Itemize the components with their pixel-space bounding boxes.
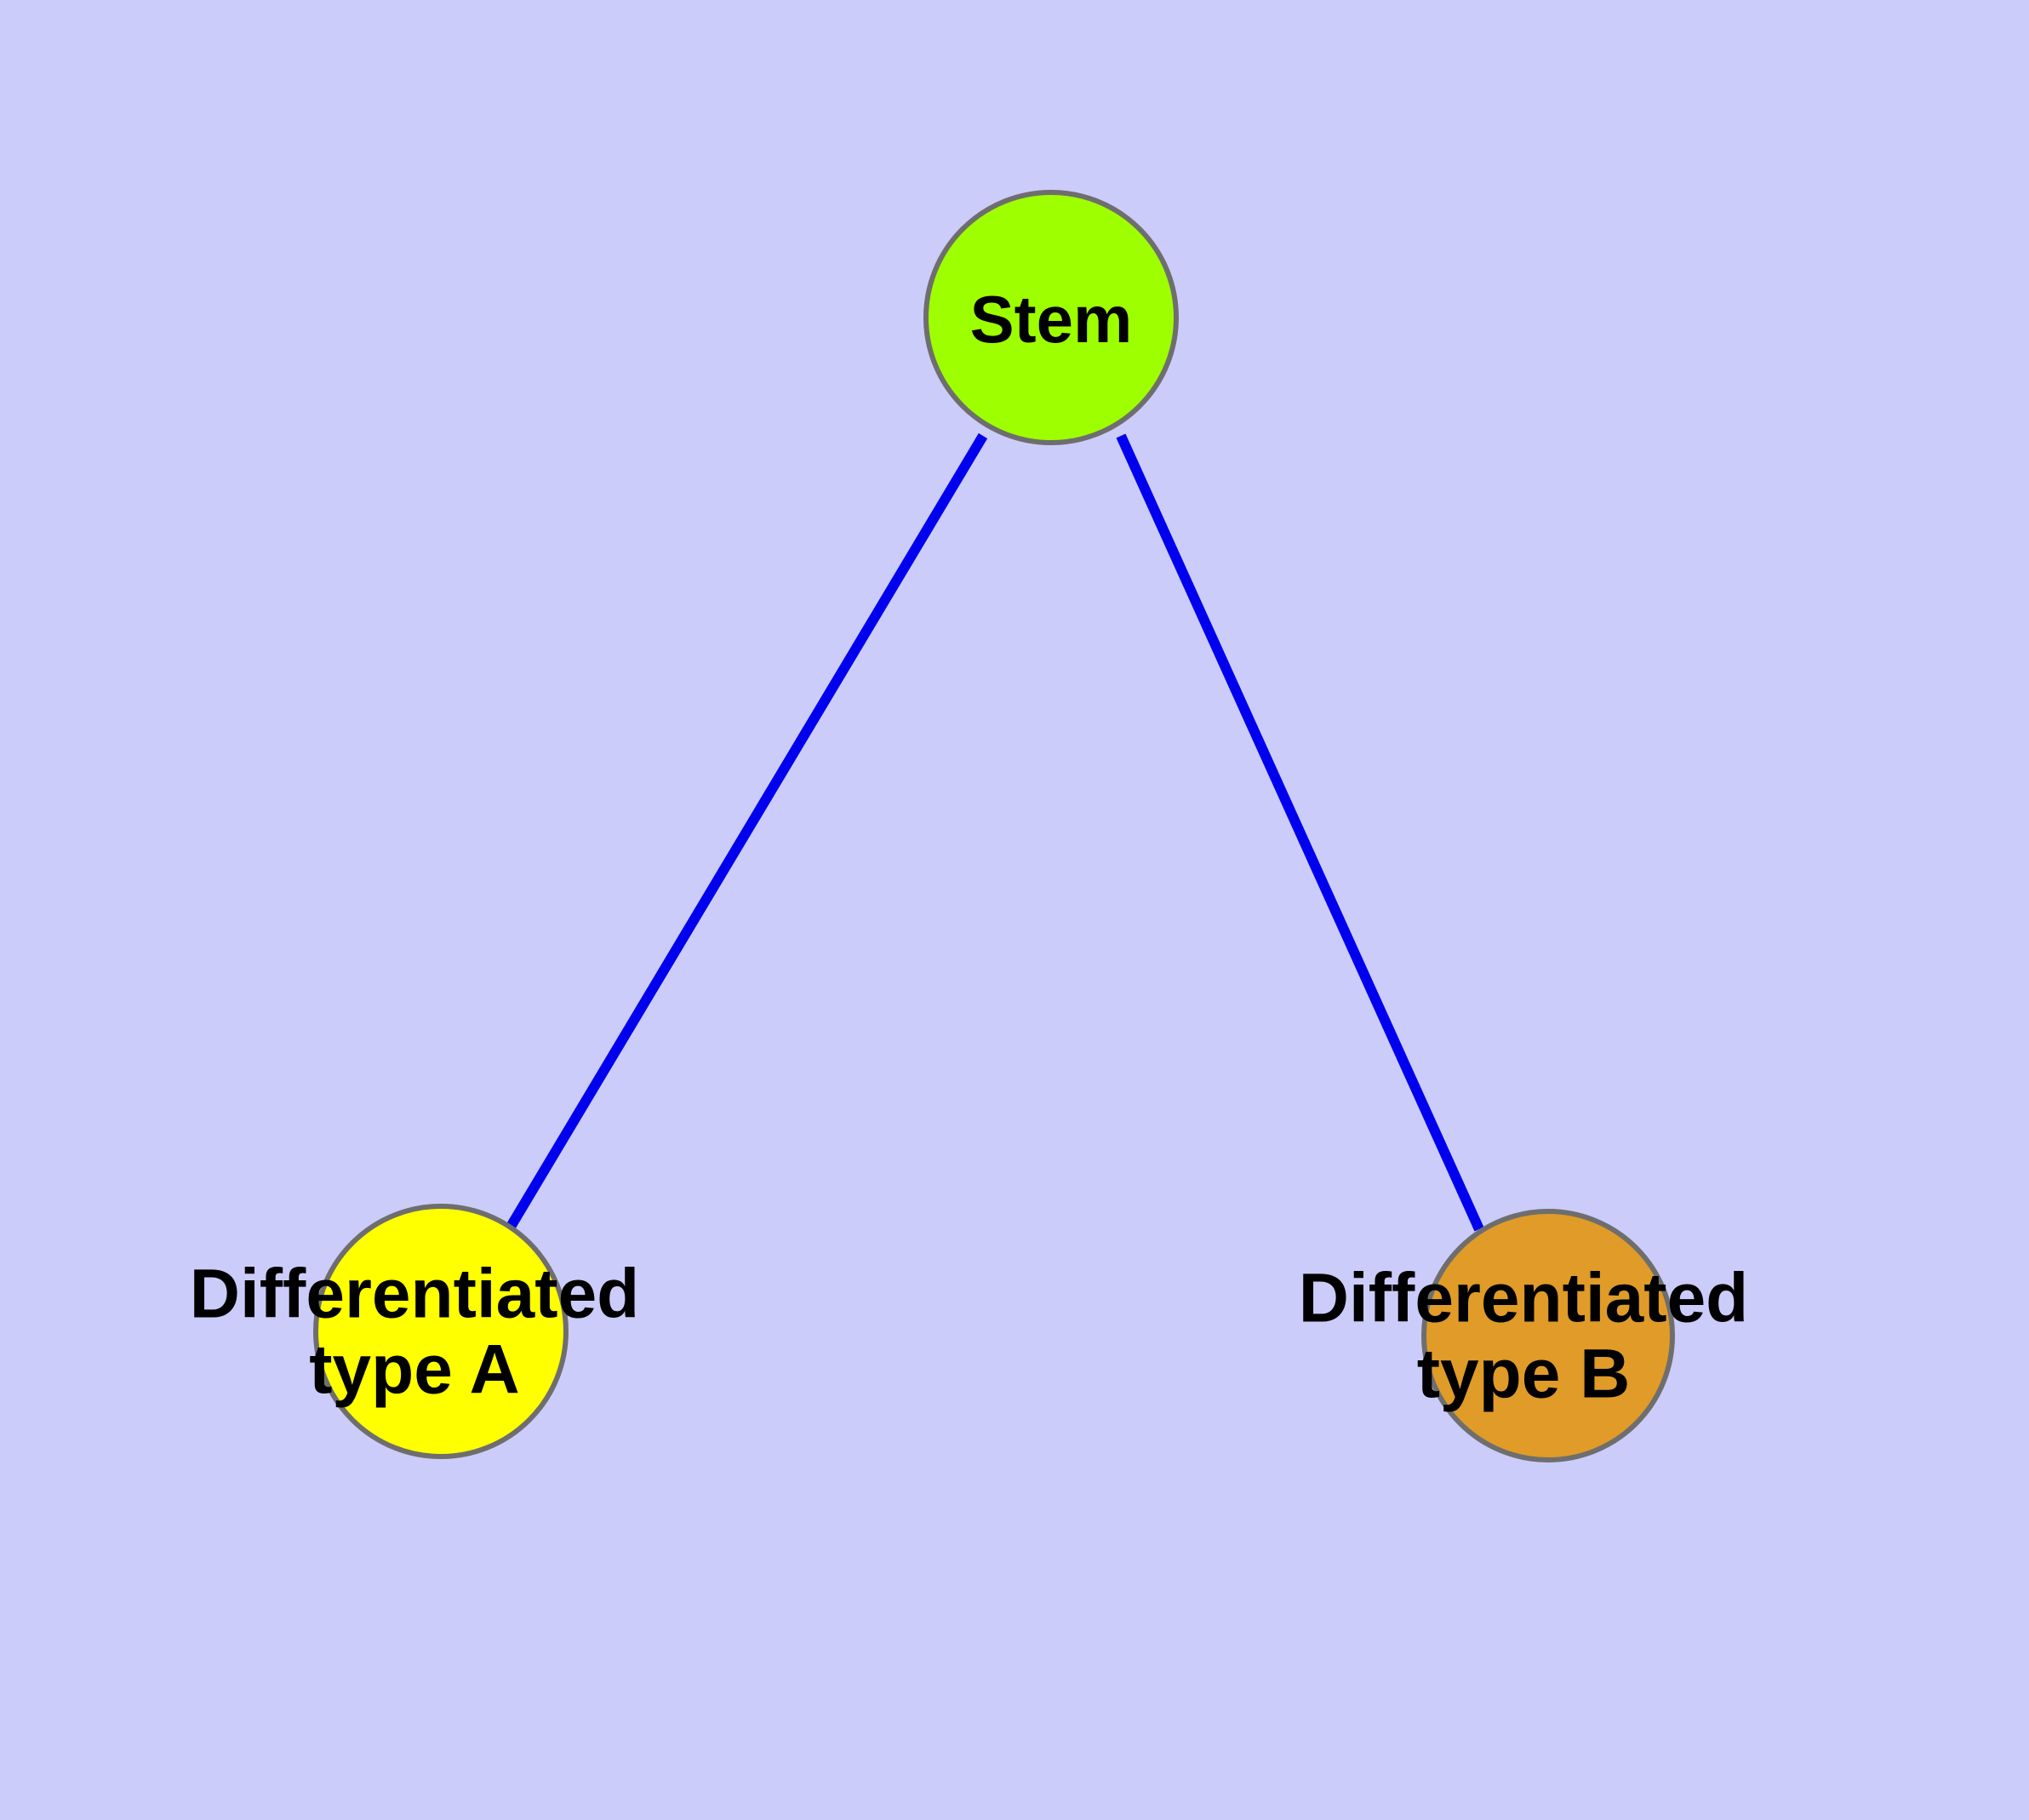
edge-stem-to-differentiated-type-a[interactable] — [506, 432, 988, 1230]
node-differentiated-type-b[interactable] — [1421, 1209, 1675, 1462]
edge-layer — [506, 432, 1484, 1232]
node-differentiated-type-a[interactable] — [313, 1204, 569, 1459]
node-stem[interactable] — [923, 190, 1179, 445]
node-layer — [313, 190, 1675, 1462]
edge-stem-to-differentiated-type-b[interactable] — [1116, 433, 1484, 1232]
